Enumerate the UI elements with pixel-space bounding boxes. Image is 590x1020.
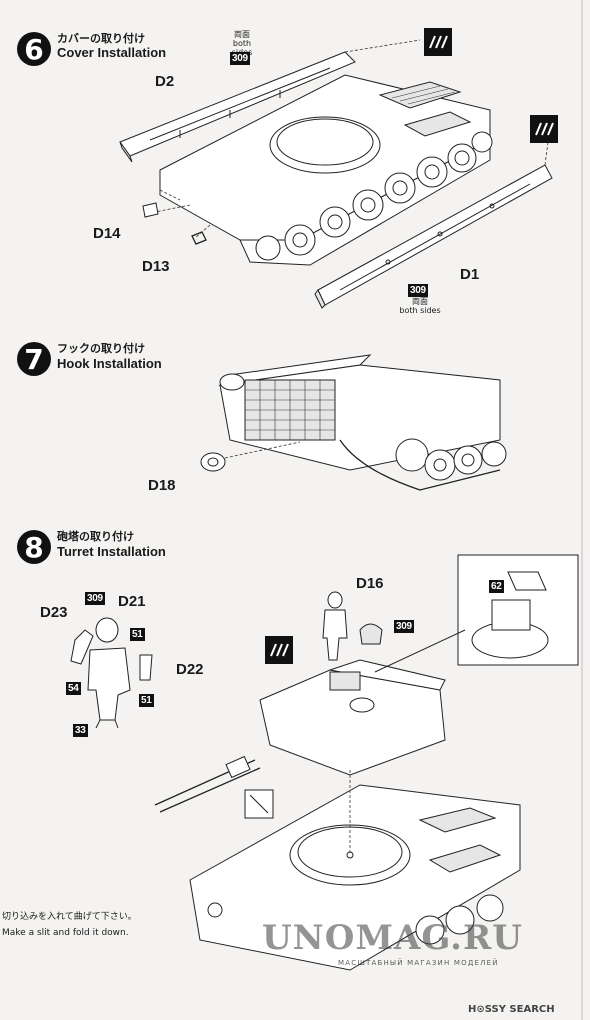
step7-drawing [200, 354, 507, 491]
color-code-51-b: 51 [139, 694, 154, 707]
color-code-309-headgear: 309 [394, 620, 414, 633]
step7-title-en: Hook Installation [57, 356, 162, 371]
part-label-d18: D18 [148, 477, 176, 494]
part-label-d1: D1 [460, 266, 480, 283]
part-label-d13: D13 [142, 258, 170, 275]
both-sides-jp-bottom: 両面 [412, 297, 428, 306]
step-number-8: 8 [17, 530, 51, 564]
step8-title-jp: 砲塔の取り付け [57, 530, 134, 543]
footnote-en: Make a slit and fold it down. [2, 928, 129, 938]
step-number-7: 7 [17, 342, 51, 376]
footnote-jp: 切り込みを入れて曲げて下さい。 [2, 912, 137, 922]
step6-title-jp: カバーの取り付け [57, 32, 145, 45]
color-code-309-bottom: 309 [408, 284, 428, 297]
step6-drawing [119, 28, 558, 309]
part-label-d22: D22 [176, 661, 204, 678]
both-sides-note-bottom: 両面 both sides [396, 297, 444, 315]
part-label-d2: D2 [155, 73, 175, 90]
color-code-33: 33 [73, 724, 88, 737]
watermark-tagline: МАСШТАБНЫЙ МАГАЗИН МОДЕЛЕЙ [338, 959, 499, 967]
brand-footer: H⊙SSY SEARCH [468, 1004, 555, 1015]
step8-title-en: Turret Installation [57, 544, 166, 559]
step-number-6: 6 [17, 32, 51, 66]
color-code-309-figure: 309 [85, 592, 105, 605]
part-label-d21: D21 [118, 593, 146, 610]
color-code-54: 54 [66, 682, 81, 695]
color-code-309-top: 309 [230, 52, 250, 65]
both-sides-en-bottom: both sides [399, 306, 441, 315]
step6-title-en: Cover Installation [57, 45, 167, 60]
part-label-d14: D14 [93, 225, 121, 242]
part-label-d23: D23 [40, 604, 68, 621]
step8-drawing [70, 554, 579, 971]
part-label-d16: D16 [356, 575, 384, 592]
both-sides-jp-top: 両面 [234, 30, 250, 39]
watermark-logo: UNOMAG.RU [262, 918, 523, 958]
color-code-51-a: 51 [130, 628, 145, 641]
step7-title-jp: フックの取り付け [57, 342, 145, 355]
part-code-62: 62 [489, 580, 504, 593]
